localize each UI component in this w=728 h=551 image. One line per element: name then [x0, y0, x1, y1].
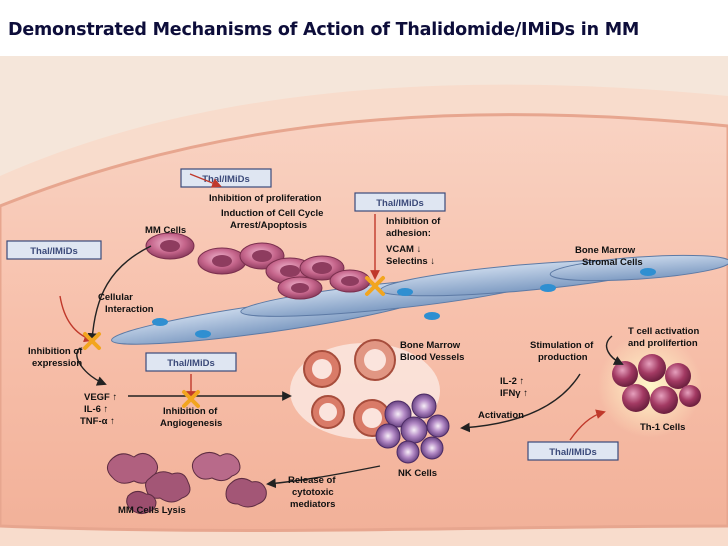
- label-activation: Activation: [478, 410, 524, 421]
- mm-cells: [145, 232, 371, 300]
- label-inhibition-expression-line2: expression: [32, 358, 82, 369]
- slide-title: Demonstrated Mechanisms of Action of Tha…: [8, 20, 640, 40]
- diagram-stage: Thal/IMiDs Thal/IMiDs Thal/IMiDs Thal/IM…: [0, 56, 728, 546]
- label-inhibition-proliferation: Inhibition of proliferation: [209, 193, 322, 204]
- label-release-line2: cytotoxic: [292, 487, 334, 498]
- label-tcell-activation-line1: T cell activation: [628, 326, 699, 337]
- stromal-cells: [111, 254, 728, 345]
- label-inhibition-angiogenesis-line1: Inhibition of: [163, 406, 218, 417]
- thal-tag-adhesion: Thal/IMiDs: [354, 192, 446, 212]
- label-mm-cells: MM Cells: [145, 225, 186, 236]
- nk-cells: [375, 393, 450, 464]
- label-il2: IL-2 ↑: [500, 376, 524, 387]
- label-bone-marrow-stromal-line1: Bone Marrow: [575, 245, 636, 256]
- svg-text:Thal/IMiDs: Thal/IMiDs: [167, 358, 215, 369]
- label-induction-line2: Arrest/Apoptosis: [230, 220, 307, 231]
- label-induction-line1: Induction of Cell Cycle: [221, 208, 323, 219]
- label-release-line3: mediators: [290, 499, 335, 510]
- label-inhibition-adhesion-line2: adhesion:: [386, 228, 431, 239]
- label-inhibition-adhesion-line1: Inhibition of: [386, 216, 441, 227]
- thal-tag-top: Thal/IMiDs: [180, 168, 272, 188]
- label-mm-cells-lysis: MM Cells Lysis: [118, 505, 186, 516]
- label-bone-marrow-stromal-line2: Stromal Cells: [582, 257, 643, 268]
- mechanism-diagram: Thal/IMiDs Thal/IMiDs Thal/IMiDs Thal/IM…: [0, 56, 728, 546]
- label-release-line1: Release of: [288, 475, 336, 486]
- lysed-mm-cells: [106, 452, 267, 515]
- svg-text:Thal/IMiDs: Thal/IMiDs: [549, 447, 597, 458]
- svg-text:Thal/IMiDs: Thal/IMiDs: [202, 174, 250, 185]
- label-stimulation-line1: Stimulation of: [530, 340, 594, 351]
- label-inhibition-angiogenesis-line2: Angiogenesis: [160, 418, 222, 429]
- label-nk-cells: NK Cells: [398, 468, 437, 479]
- label-vegf: VEGF ↑: [84, 392, 117, 403]
- label-bone-marrow-vessels-line2: Blood Vessels: [400, 352, 464, 363]
- labels: Inhibition of proliferation Induction of…: [28, 193, 699, 516]
- svg-text:Thal/IMiDs: Thal/IMiDs: [376, 198, 424, 209]
- label-tcell-activation-line2: and prolifertion: [628, 338, 698, 349]
- label-il6: IL-6 ↑: [84, 404, 108, 415]
- thal-tag-th1: Thal/IMiDs: [527, 441, 619, 461]
- thal-tag-left: Thal/IMiDs: [6, 240, 102, 260]
- label-tnf: TNF-α ↑: [80, 416, 115, 427]
- label-cellular-interaction-line2: Interaction: [105, 304, 154, 315]
- label-bone-marrow-vessels-line1: Bone Marrow: [400, 340, 461, 351]
- th1-cells: [598, 334, 702, 438]
- inhibition-marks: [83, 276, 385, 408]
- vessel-band: [0, 113, 728, 532]
- thal-tag-angiogenesis: Thal/IMiDs: [145, 352, 237, 372]
- label-inhibition-expression-line1: Inhibition of: [28, 346, 83, 357]
- label-selectins: Selectins ↓: [386, 256, 435, 267]
- label-stimulation-line2: production: [538, 352, 588, 363]
- label-vcam: VCAM ↓: [386, 244, 421, 255]
- label-th1-cells: Th-1 Cells: [640, 422, 685, 433]
- label-cellular-interaction-line1: Cellular: [98, 292, 133, 303]
- label-ifn-gamma: IFNγ ↑: [500, 388, 528, 399]
- svg-text:Thal/IMiDs: Thal/IMiDs: [30, 246, 78, 257]
